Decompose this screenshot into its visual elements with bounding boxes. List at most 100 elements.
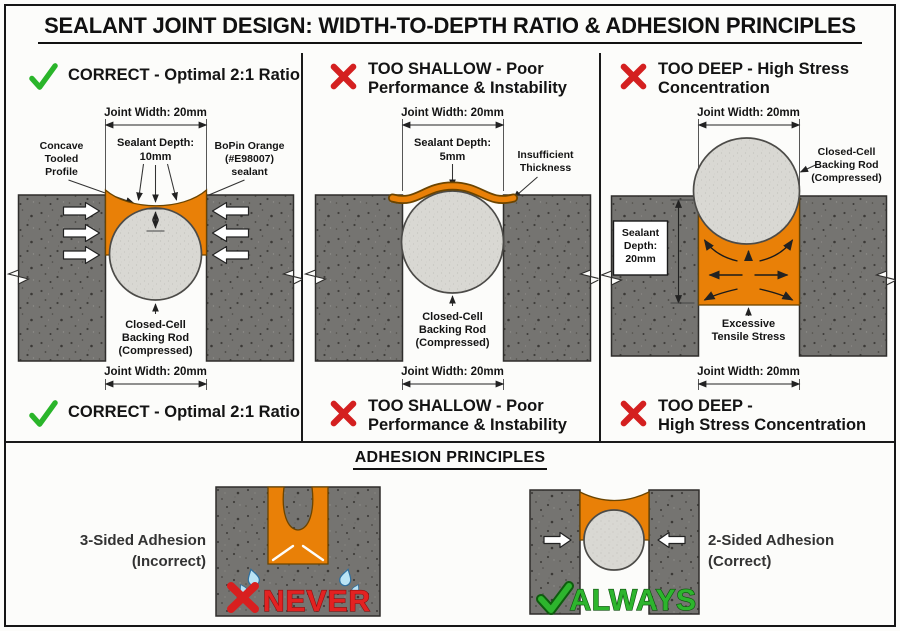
svg-text:Tensile Stress: Tensile Stress bbox=[712, 331, 786, 343]
panel-too-shallow: TOO SHALLOW - Poor Performance & Instabi… bbox=[302, 53, 600, 441]
svg-text:(#E98007): (#E98007) bbox=[225, 153, 274, 165]
concrete-block-left bbox=[610, 195, 700, 357]
leader-line bbox=[68, 179, 135, 204]
section-divider bbox=[6, 441, 894, 443]
header-text: CORRECT - Optimal 2:1 Ratio bbox=[68, 66, 300, 84]
panel-too-deep-footer-label: TOO DEEP - High Stress Concentration bbox=[658, 397, 866, 435]
label-line-2: (Correct) bbox=[708, 553, 772, 570]
two-sided-adhesion-diagram: ALWAYS bbox=[529, 489, 700, 617]
joint-width-top-label: Joint Width: 20mm bbox=[104, 107, 207, 119]
concrete-column-right bbox=[648, 489, 700, 615]
stress-arrow bbox=[703, 288, 738, 301]
svg-text:5mm: 5mm bbox=[440, 151, 466, 163]
compression-arrow bbox=[211, 245, 250, 265]
check-icon bbox=[29, 400, 58, 427]
joint-width-top-label: Joint Width: 20mm bbox=[697, 107, 800, 119]
panel-too-deep-header: TOO DEEP - High Stress Concentration bbox=[600, 60, 894, 98]
three-sided-adhesion-label: 3-Sided Adhesion (Incorrect) bbox=[56, 530, 206, 572]
joint-width-bottom-label: Joint Width: 20mm bbox=[697, 366, 800, 378]
break-symbol-right bbox=[874, 270, 895, 286]
svg-text:(Compressed): (Compressed) bbox=[416, 337, 490, 349]
concrete-block-right bbox=[798, 195, 888, 357]
break-symbol-left bbox=[599, 270, 624, 286]
footer-line-1: TOO DEEP - bbox=[658, 397, 753, 415]
svg-text:Backing Rod: Backing Rod bbox=[814, 159, 878, 171]
break-symbol-left bbox=[303, 269, 328, 285]
panel-too-deep-footer: TOO DEEP - High Stress Concentration bbox=[600, 397, 894, 435]
x-icon bbox=[620, 63, 647, 90]
leader-line bbox=[136, 163, 145, 201]
panel-too-deep-header-label: TOO DEEP - High Stress Concentration bbox=[658, 60, 849, 98]
check-icon bbox=[29, 63, 58, 90]
too-shallow-joint-diagram: Joint Width: 20mm Sealant Depth: 5mm Ins… bbox=[303, 107, 599, 390]
backing-rod bbox=[583, 509, 645, 571]
sealant-product-label: BoPin Orange bbox=[214, 140, 284, 152]
stress-arrow bbox=[703, 239, 738, 262]
backing-rod-label: Closed-Cell bbox=[125, 319, 186, 331]
compression-arrow bbox=[62, 245, 101, 265]
leader-line bbox=[166, 163, 178, 201]
backing-rod-label: Closed-Cell bbox=[818, 146, 876, 158]
concave-profile-label: Concave bbox=[40, 140, 84, 152]
svg-text:Thickness: Thickness bbox=[520, 162, 572, 174]
svg-text:Backing Rod: Backing Rod bbox=[419, 324, 486, 336]
stress-arrow bbox=[759, 239, 794, 262]
never-verdict: NEVER bbox=[263, 585, 371, 618]
panel-correct-footer: CORRECT - Optimal 2:1 Ratio bbox=[6, 397, 302, 429]
panel-too-shallow-footer: TOO SHALLOW - Poor Performance & Instabi… bbox=[302, 397, 600, 435]
break-symbol-right bbox=[281, 269, 302, 285]
joint-width-bottom-label: Joint Width: 20mm bbox=[104, 366, 207, 378]
label-line-1: 2-Sided Adhesion bbox=[708, 532, 835, 549]
svg-text:(Compressed): (Compressed) bbox=[119, 345, 193, 357]
panel-divider-1 bbox=[301, 53, 303, 441]
break-symbol-right bbox=[578, 269, 599, 285]
leader-line bbox=[799, 164, 816, 173]
svg-text:(Compressed): (Compressed) bbox=[811, 172, 882, 184]
panel-too-shallow-header: TOO SHALLOW - Poor Performance & Instabi… bbox=[302, 60, 600, 98]
backing-rod bbox=[108, 207, 203, 301]
x-icon bbox=[227, 582, 259, 613]
backing-rod bbox=[692, 137, 801, 245]
concrete-block-left bbox=[17, 194, 107, 362]
panel-correct-footer-label: CORRECT - Optimal 2:1 Ratio bbox=[68, 403, 300, 422]
depth-callout-box bbox=[612, 220, 669, 276]
stress-arrow bbox=[759, 288, 794, 301]
sealant-depth-label: Sealant Depth: bbox=[117, 137, 194, 149]
panel-too-deep: TOO DEEP - High Stress Concentration Joi… bbox=[599, 53, 895, 441]
page-title-text: SEALANT JOINT DESIGN: WIDTH-TO-DEPTH RAT… bbox=[38, 13, 862, 44]
page-title: SEALANT JOINT DESIGN: WIDTH-TO-DEPTH RAT… bbox=[6, 13, 894, 44]
header-line-2: Concentration bbox=[658, 78, 770, 97]
tensile-stress-label: Excessive bbox=[722, 318, 775, 330]
adhesion-crack bbox=[271, 544, 295, 562]
svg-text:Profile: Profile bbox=[45, 166, 78, 178]
compression-arrow bbox=[62, 201, 101, 221]
always-verdict: ALWAYS bbox=[570, 584, 697, 617]
panel-correct-header: CORRECT - Optimal 2:1 Ratio bbox=[6, 60, 302, 92]
concrete-column-left bbox=[529, 489, 581, 615]
joint-width-bottom-label: Joint Width: 20mm bbox=[401, 366, 504, 378]
header-line-1: TOO DEEP - High Stress bbox=[658, 60, 850, 78]
concrete-block-left bbox=[314, 194, 404, 362]
footer-line-1: TOO SHALLOW - Poor bbox=[368, 397, 544, 415]
x-icon bbox=[330, 63, 357, 90]
adhesion-section-title-text: ADHESION PRINCIPLES bbox=[352, 449, 548, 470]
svg-text:sealant: sealant bbox=[231, 166, 268, 178]
svg-text:Tooled: Tooled bbox=[45, 153, 79, 165]
joint-width-top-label: Joint Width: 20mm bbox=[401, 107, 504, 119]
adhesion-crack bbox=[301, 544, 325, 562]
backing-rod-label: Closed-Cell bbox=[422, 311, 483, 323]
header-line-2: Performance & Instability bbox=[368, 78, 567, 97]
footer-line-2: Performance & Instability bbox=[368, 415, 567, 434]
x-icon bbox=[620, 400, 647, 427]
svg-text:Depth:: Depth: bbox=[624, 240, 657, 252]
svg-text:10mm: 10mm bbox=[140, 151, 172, 163]
sealant-depth-label: Sealant Depth: bbox=[414, 137, 491, 149]
compression-arrow bbox=[62, 223, 101, 243]
panel-correct-ratio: CORRECT - Optimal 2:1 Ratio Joint Width:… bbox=[6, 53, 302, 441]
break-symbol-left bbox=[6, 269, 31, 285]
sealant-three-sided bbox=[267, 486, 329, 565]
footer-text: CORRECT - Optimal 2:1 Ratio bbox=[68, 403, 300, 421]
compression-arrow bbox=[657, 531, 686, 549]
correct-joint-diagram: Joint Width: 20mm Concave Tooled Profile… bbox=[6, 107, 302, 390]
